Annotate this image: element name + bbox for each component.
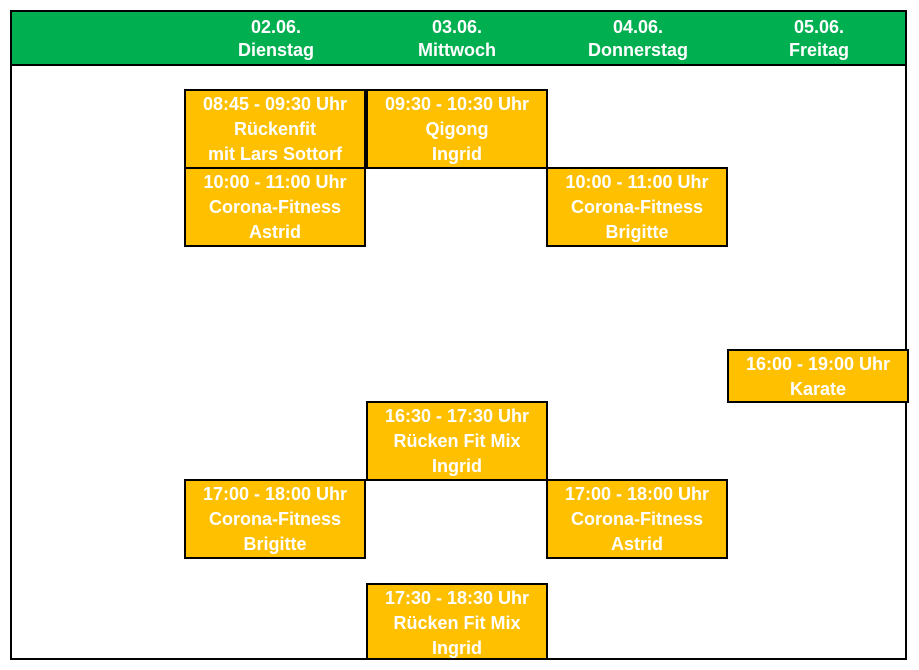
event-block: 17:30 - 18:30 Uhr Rücken Fit Mix Ingrid [366,583,548,660]
event-course: Corona-Fitness [570,197,703,217]
event-course: Rücken Fit Mix [393,431,521,451]
event-block: 10:00 - 11:00 Uhr Corona-Fitness Brigitt… [546,167,728,247]
day-weekday: Dienstag [237,40,315,60]
day-header-donnerstag: 04.06. Donnerstag [547,16,729,62]
day-header-mittwoch: 03.06. Mittwoch [366,16,548,62]
event-block: 17:00 - 18:00 Uhr Corona-Fitness Brigitt… [184,479,366,559]
event-trainer: Brigitte [243,534,307,554]
event-trainer: Brigitte [605,222,669,242]
event-trainer: Ingrid [432,456,482,476]
event-trainer: Ingrid [432,638,482,658]
day-date: 02.06. [250,17,302,37]
event-course: Rückenfit [233,119,316,139]
event-course: Rücken Fit Mix [393,613,521,633]
event-block: 16:30 - 17:30 Uhr Rücken Fit Mix Ingrid [366,401,548,481]
event-block: 09:30 - 10:30 Uhr Qigong Ingrid [366,89,548,169]
event-time: 10:00 - 11:00 Uhr [565,172,709,192]
event-block: 17:00 - 18:00 Uhr Corona-Fitness Astrid [546,479,728,559]
day-date: 03.06. [431,17,483,37]
event-trainer: Ingrid [432,144,482,164]
event-time: 16:30 - 17:30 Uhr [384,406,530,426]
event-course: Corona-Fitness [570,509,703,529]
day-weekday: Freitag [788,40,849,60]
event-course: Qigong [425,119,489,139]
event-time: 17:30 - 18:30 Uhr [384,588,530,608]
event-time: 17:00 - 18:00 Uhr [202,484,348,504]
day-date: 05.06. [793,17,845,37]
event-time: 10:00 - 11:00 Uhr [203,172,347,192]
event-time: 08:45 - 09:30 Uhr [202,94,348,114]
day-weekday: Donnerstag [587,40,688,60]
event-trainer: mit Lars Sottorf [207,144,342,164]
event-time: 09:30 - 10:30 Uhr [384,94,530,114]
event-time: 17:00 - 18:00 Uhr [564,484,710,504]
event-trainer: Astrid [610,534,663,554]
event-course: Karate [789,379,847,399]
event-course: Corona-Fitness [208,197,341,217]
schedule-header: 02.06. Dienstag 03.06. Mittwoch 04.06. D… [12,12,905,66]
event-course: Corona-Fitness [208,509,341,529]
event-trainer: Astrid [248,222,301,242]
day-weekday: Mittwoch [418,40,496,60]
schedule-table: 02.06. Dienstag 03.06. Mittwoch 04.06. D… [10,10,909,660]
event-block: 08:45 - 09:30 Uhr Rückenfit mit Lars Sot… [184,89,366,169]
day-date: 04.06. [612,17,664,37]
event-block: 16:00 - 19:00 Uhr Karate [727,349,909,403]
day-header-freitag: 05.06. Freitag [728,16,910,62]
event-block: 10:00 - 11:00 Uhr Corona-Fitness Astrid [184,167,366,247]
day-header-dienstag: 02.06. Dienstag [185,16,367,62]
event-time: 16:00 - 19:00 Uhr [745,354,891,374]
